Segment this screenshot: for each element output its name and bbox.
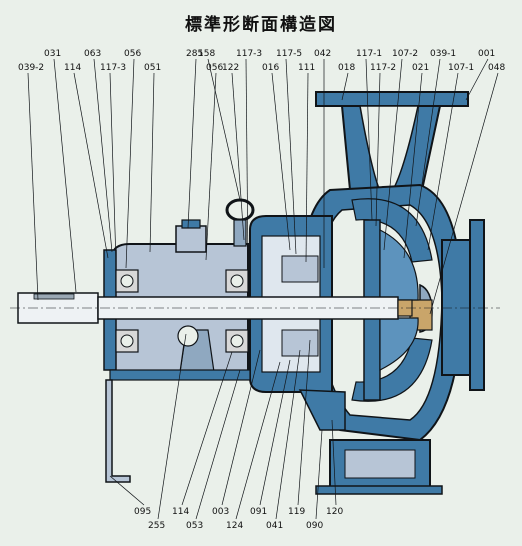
leader-t23	[465, 58, 489, 101]
part-label-b4: 003	[212, 507, 229, 517]
part-label-b3: 053	[186, 521, 203, 531]
part-label-b5: 124	[226, 521, 243, 531]
part-label-t20: 021	[412, 63, 429, 73]
part-label-t24: 048	[488, 63, 505, 73]
leader-b3	[195, 369, 241, 520]
volute-casing	[298, 183, 464, 442]
leader-t11	[245, 58, 249, 267]
part-label-t17: 117-1	[356, 49, 382, 59]
leader-t21	[415, 58, 441, 227]
leader-t8	[205, 72, 217, 261]
leader-t22	[427, 72, 459, 251]
part-label-b9: 090	[306, 521, 323, 531]
leader-t5	[125, 58, 135, 269]
leader-t24	[429, 72, 499, 315]
leader-t2	[73, 72, 109, 259]
part-label-t13: 117-5	[276, 49, 302, 59]
bearings	[115, 269, 249, 353]
drawing-title: 標準形断面構造図	[185, 15, 337, 35]
leader-t18	[375, 72, 381, 227]
leader-t17	[365, 58, 373, 221]
leader-t3	[93, 58, 113, 253]
pump-base	[315, 439, 443, 495]
leader-t0	[27, 72, 39, 301]
leader-b5	[235, 361, 281, 520]
leader-b1	[157, 333, 187, 520]
part-label-t2: 114	[64, 63, 81, 73]
impeller	[363, 219, 419, 401]
part-label-b10: 120	[326, 507, 343, 517]
pump-shaft	[10, 292, 500, 324]
part-label-t0: 039-2	[18, 63, 44, 73]
part-label-t14: 111	[298, 63, 315, 73]
leader-t9	[207, 58, 241, 201]
leader-t6	[149, 72, 155, 253]
part-label-b1: 255	[148, 521, 165, 531]
part-label-t8: 056	[206, 63, 223, 73]
part-label-t22: 107-1	[448, 63, 474, 73]
leader-t10	[231, 72, 245, 241]
leader-t7	[187, 58, 197, 229]
part-label-t15: 042	[314, 49, 331, 59]
part-label-t23: 001	[478, 49, 495, 59]
support-stand	[105, 379, 131, 483]
part-label-t19: 107-2	[392, 49, 418, 59]
part-label-t12: 016	[262, 63, 279, 73]
leader-t16	[341, 72, 349, 101]
leader-b9	[315, 429, 323, 520]
part-label-b0: 095	[134, 507, 151, 517]
part-label-b7: 041	[266, 521, 283, 531]
part-label-t7: 285	[186, 49, 203, 59]
leader-t20	[403, 72, 423, 259]
leader-b10	[331, 419, 337, 506]
leader-b7	[275, 349, 301, 520]
part-label-b2: 114	[172, 507, 189, 517]
part-label-t3: 063	[84, 49, 101, 59]
part-label-t11: 117-3	[236, 49, 262, 59]
discharge-nozzle	[315, 91, 469, 206]
leader-lines	[27, 58, 499, 520]
casing-cover	[249, 215, 346, 431]
leader-b4	[221, 349, 261, 506]
part-label-b8: 119	[288, 507, 305, 517]
leader-t4	[109, 72, 117, 263]
leader-b2	[181, 351, 233, 506]
part-label-t1: 031	[44, 49, 61, 59]
part-label-t9: 158	[198, 49, 215, 59]
suction-cover	[409, 219, 485, 391]
leader-b8	[297, 339, 311, 506]
leader-t1	[53, 58, 77, 293]
part-label-t10: 122	[222, 63, 239, 73]
part-label-t6: 051	[144, 63, 161, 73]
part-label-t4: 117-3	[100, 63, 126, 73]
leader-t12	[271, 72, 291, 251]
part-number-labels: 039-2031114063117-3056051285056158122117…	[18, 49, 505, 531]
leader-t13	[285, 58, 297, 255]
leader-b0	[109, 475, 145, 506]
leader-t19	[383, 58, 403, 251]
leader-t14	[305, 72, 309, 263]
leader-b6	[259, 359, 291, 506]
part-label-t21: 039-1	[430, 49, 456, 59]
part-label-t16: 018	[338, 63, 355, 73]
part-label-b6: 091	[250, 507, 267, 517]
part-label-t5: 056	[124, 49, 141, 59]
part-label-t18: 117-2	[370, 63, 396, 73]
